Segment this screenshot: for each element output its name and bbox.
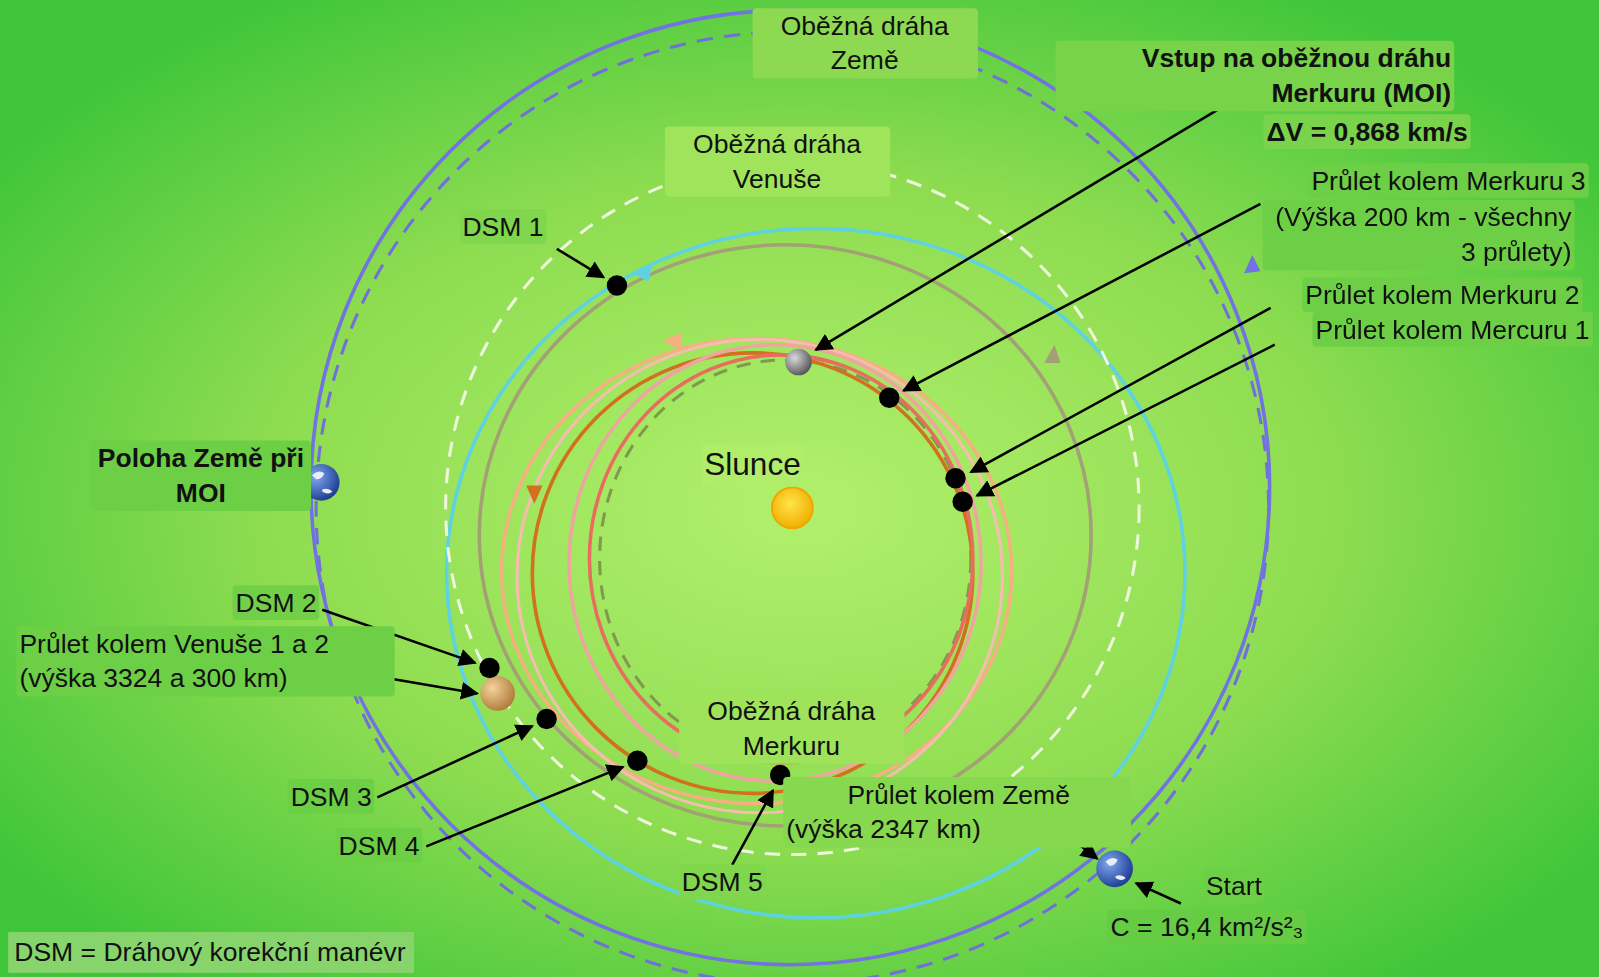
label-text: Vstup na oběžnou dráhu Merkuru (MOI) — [1055, 41, 1454, 111]
label-text: Oběžná dráha Země — [752, 8, 977, 78]
venus-planet — [480, 676, 515, 711]
earth-planet — [1096, 850, 1133, 887]
label-text: Průlet kolem Merkuru 3 — [1308, 163, 1588, 198]
label-text: Poloha Země při MOI — [91, 441, 311, 511]
label-text: DSM 1 — [459, 209, 546, 244]
label-text: Start — [1203, 869, 1265, 904]
label-text: Průlet kolem Země (výška 2347 km) — [783, 777, 1131, 847]
label-text: C = 16,4 km²/s²₃ — [1107, 910, 1306, 945]
label-text: Oběžná dráha Venuše — [664, 126, 889, 196]
box-text: DSM = Dráhový korekční manévr — [14, 935, 408, 969]
leader-lines — [322, 106, 1274, 903]
direction-arrow — [1244, 255, 1260, 273]
mercury-trajectory — [532, 353, 973, 794]
label-text: (Výška 200 km - všechny 3 průlety) — [1262, 200, 1574, 270]
direction-arrow — [632, 263, 652, 281]
label-text: Průlet kolem Merkuru 2 — [1302, 277, 1582, 312]
label-text: DSM 5 — [679, 865, 766, 900]
direction-arrow — [526, 485, 542, 503]
mercury-planet — [785, 349, 812, 376]
label-text: DSM 2 — [233, 585, 320, 620]
legend-box: DSM = Dráhový korekční manévr — [8, 932, 414, 973]
label-text: ΔV = 0,868 km/s — [1263, 114, 1470, 149]
earth-orbit — [316, 32, 1268, 977]
direction-arrow — [1044, 345, 1060, 363]
direction-arrow — [663, 332, 681, 350]
earth-earth-trajectory — [311, 10, 1270, 965]
venus-venus-trajectory — [479, 245, 1091, 826]
sun — [772, 487, 813, 528]
mercury-trajectory — [569, 345, 981, 781]
label-text: DSM 3 — [288, 779, 375, 814]
label-text: DSM 4 — [336, 828, 423, 863]
mercury-trajectory — [589, 355, 972, 763]
venus-orbit — [446, 161, 1139, 854]
label-text: Oběžná dráha Merkuru — [679, 693, 904, 763]
label-text: Průlet kolem Mercuru 1 — [1312, 312, 1592, 347]
event-dots — [479, 275, 973, 785]
label-text: Slunce — [701, 445, 804, 487]
mercury-trajectory — [517, 340, 1002, 813]
label-text: Průlet kolem Venuše 1 a 2 (výška 3324 a … — [16, 626, 394, 696]
earth-venus-trajectory — [447, 228, 1185, 917]
